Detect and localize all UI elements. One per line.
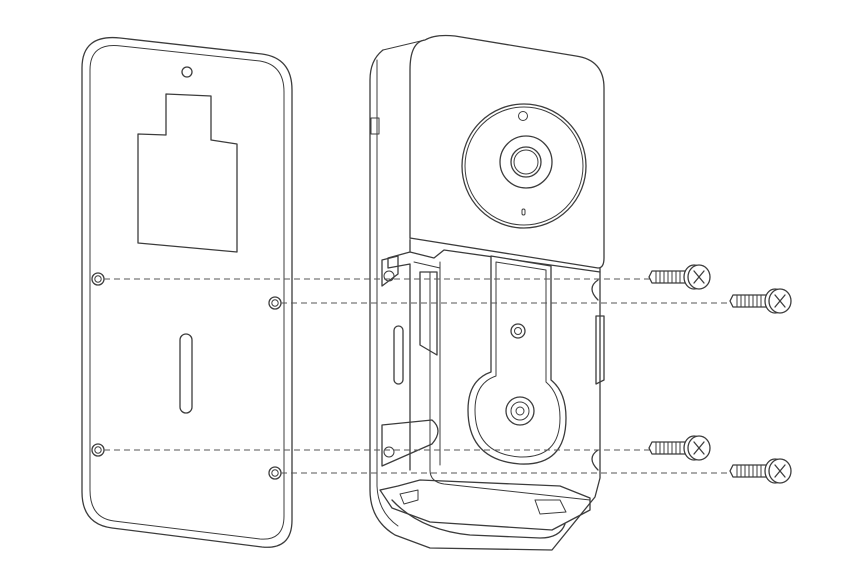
key-cutout <box>137 93 238 253</box>
alignment-lines <box>104 278 730 474</box>
wire-slot <box>179 333 193 414</box>
plate-screw-hole-3 <box>91 443 105 457</box>
screw-icon <box>648 435 711 461</box>
plate-screw-hole-1 <box>91 272 105 286</box>
doorbell-body <box>369 34 605 551</box>
camera-face <box>461 103 587 229</box>
camera-sensor <box>518 111 528 121</box>
plate-screw-hole-2 <box>268 296 282 310</box>
mounting-tab <box>467 255 567 465</box>
screw-icon <box>729 458 792 484</box>
base-tray <box>379 479 591 531</box>
back-plate <box>81 36 293 548</box>
screw-icon <box>729 288 792 314</box>
screw-icon <box>648 264 711 290</box>
hanging-hole <box>181 66 193 78</box>
camera-lens-icon <box>499 135 553 189</box>
microphone-hole <box>521 208 526 216</box>
plate-screw-hole-4 <box>268 466 282 480</box>
